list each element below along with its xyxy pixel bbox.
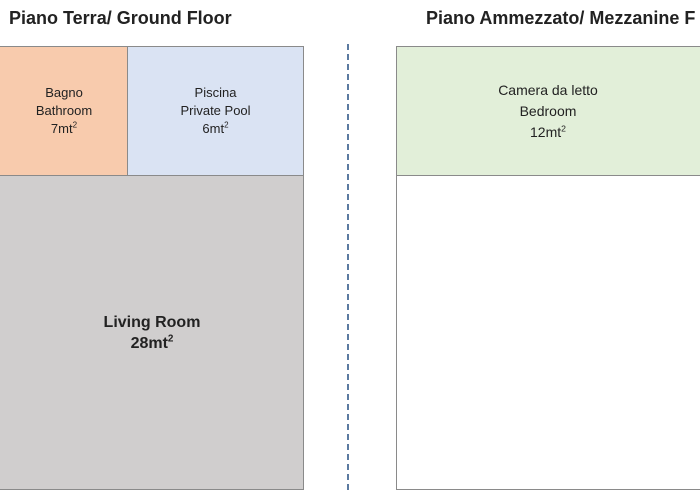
floor-divider-dashed-line (347, 44, 349, 490)
living-room-area: 28mt2 (130, 333, 174, 352)
room-private-pool: Piscina Private Pool 6mt2 (127, 46, 304, 176)
bathroom-name-it: Bagno (45, 85, 83, 100)
pool-name-it: Piscina (194, 85, 237, 100)
living-room-name: Living Room (103, 313, 201, 331)
room-bedroom: Camera da letto Bedroom 12mt2 (396, 46, 700, 176)
room-bathroom: Bagno Bathroom 7mt2 (0, 46, 128, 176)
bedroom-area: 12mt2 (530, 122, 566, 140)
pool-area: 6mt2 (202, 120, 229, 136)
room-living-room: Living Room 28mt2 (0, 175, 304, 490)
mezzanine-floor-title: Piano Ammezzato/ Mezzanine F (426, 8, 696, 28)
mezzanine-open-area (396, 175, 700, 490)
bathroom-area: 7mt2 (50, 120, 78, 136)
bedroom-name-it: Camera da letto (498, 81, 598, 98)
pool-name-en: Private Pool (180, 103, 251, 118)
bedroom-name-en: Bedroom (519, 102, 577, 119)
bathroom-name-en: Bathroom (35, 103, 93, 118)
ground-floor-title: Piano Terra/ Ground Floor (9, 8, 232, 28)
